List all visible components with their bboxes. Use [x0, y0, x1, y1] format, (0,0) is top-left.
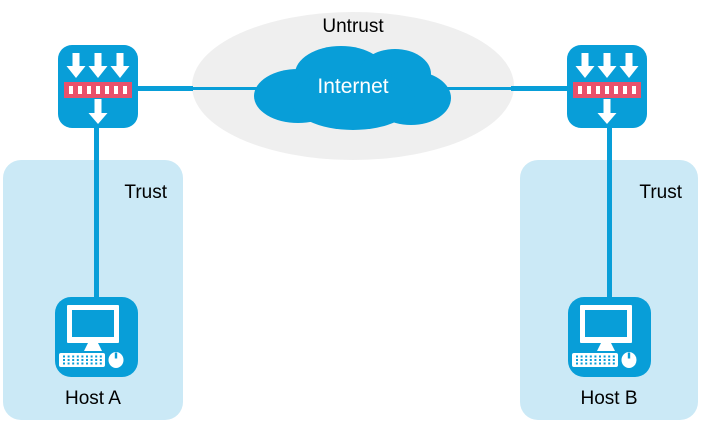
firewall-internet-link-right: [511, 86, 569, 91]
trust-zone-left-label: Trust: [124, 182, 167, 203]
trust-zone-right-label: Trust: [639, 182, 682, 203]
untrust-zone-label: Untrust: [322, 16, 384, 37]
firewall-icon-right: [567, 45, 647, 128]
firewall-host-link-left: [94, 124, 99, 302]
desktop-computer-icon-host-b: [568, 297, 651, 377]
desktop-computer-icon-host-a: [55, 297, 138, 377]
firewall-internet-link-left: [135, 86, 193, 91]
internet-cloud-icon: [254, 46, 451, 130]
firewall-icon-left: [58, 45, 138, 128]
internet-label: Internet: [317, 75, 389, 98]
firewall-host-link-right: [607, 124, 612, 302]
host-b-label: Host B: [580, 388, 638, 409]
host-a-label: Host A: [65, 388, 121, 409]
trust-zone-left: Trust Host A: [3, 160, 183, 420]
